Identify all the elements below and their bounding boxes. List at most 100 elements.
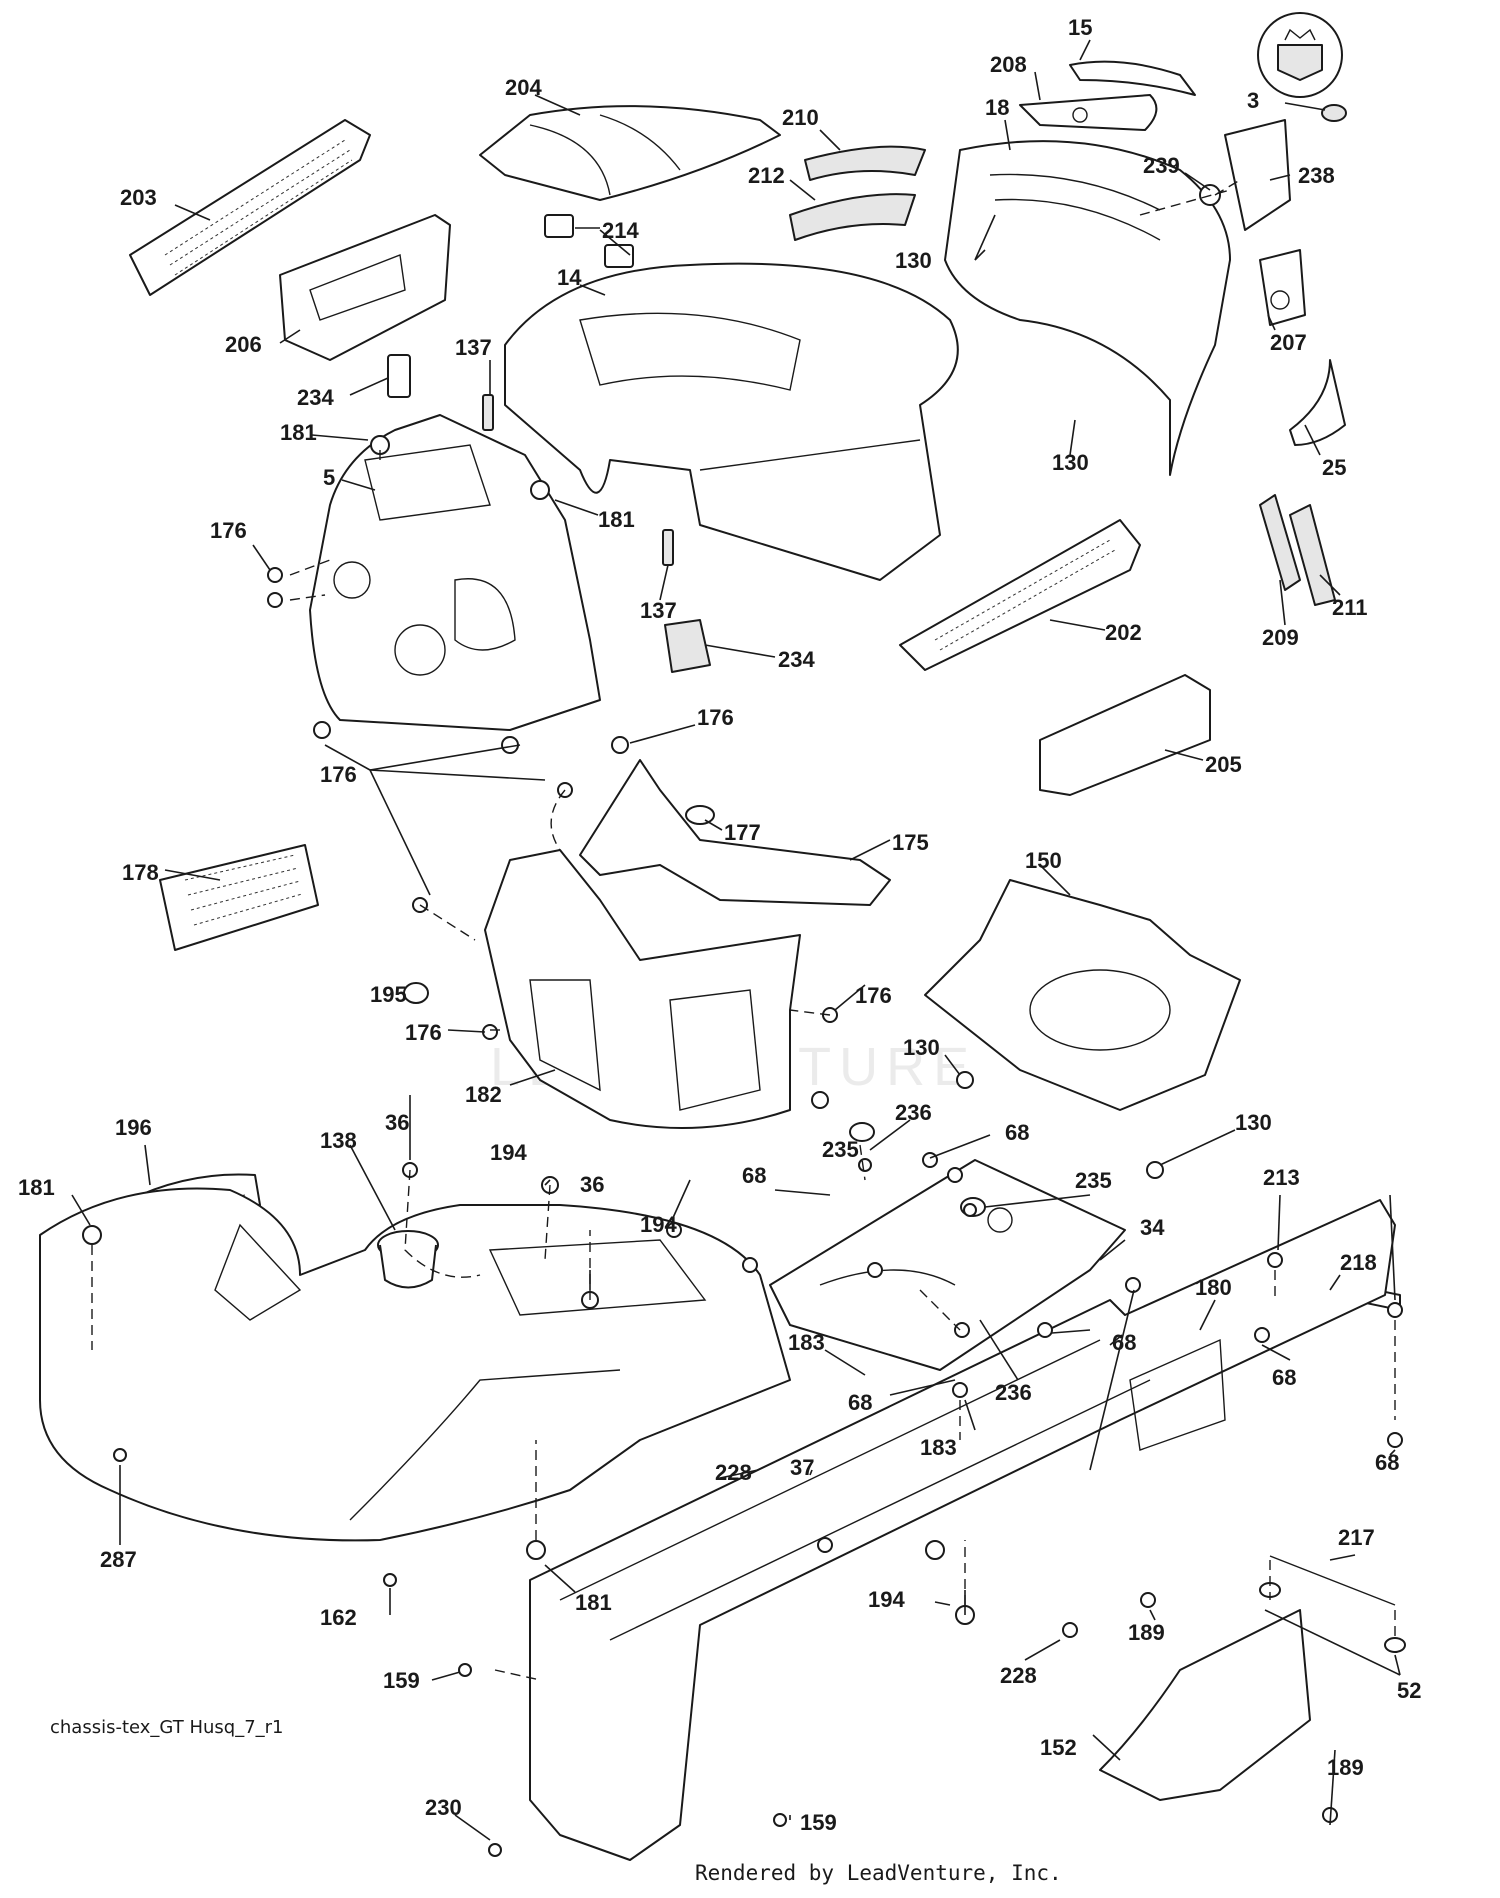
callout-162[interactable]: 162	[320, 1605, 357, 1630]
part-emblem-3[interactable]	[1257, 12, 1347, 122]
part-bracket-175[interactable]	[579, 759, 891, 906]
callout-137-lower[interactable]: 137	[640, 598, 677, 623]
callout-176-console[interactable]: 176	[405, 1020, 442, 1045]
callout-234-lower[interactable]: 234	[778, 647, 815, 672]
callout-181-upper[interactable]: 181	[280, 420, 317, 445]
part-insert-234-upper[interactable]	[387, 354, 411, 398]
part-frame-180[interactable]	[529, 1199, 1396, 1861]
callout-207[interactable]: 207	[1270, 330, 1307, 355]
callout-5[interactable]: 5	[323, 465, 335, 490]
part-bracket-206[interactable]	[279, 214, 451, 361]
callout-3[interactable]: 3	[1247, 88, 1259, 113]
callout-205[interactable]: 205	[1205, 752, 1242, 777]
callout-138[interactable]: 138	[320, 1128, 357, 1153]
part-strip-137-upper[interactable]	[482, 394, 494, 431]
callout-176-mid[interactable]: 176	[697, 705, 734, 730]
part-hood-rim-18[interactable]	[944, 140, 1231, 476]
callout-202[interactable]: 202	[1105, 620, 1142, 645]
callout-236-lower[interactable]: 236	[995, 1380, 1032, 1405]
callout-68-frame[interactable]: 68	[1375, 1450, 1399, 1475]
callout-177[interactable]: 177	[724, 820, 761, 845]
callout-150[interactable]: 150	[1025, 848, 1062, 873]
callout-176-left[interactable]: 176	[210, 518, 247, 543]
callout-238[interactable]: 238	[1298, 163, 1335, 188]
part-cup-138[interactable]	[377, 1230, 439, 1289]
part-strip-137-lower[interactable]	[662, 529, 674, 566]
callout-228-upper[interactable]: 228	[715, 1460, 752, 1485]
callout-228-lower[interactable]: 228	[1000, 1663, 1037, 1688]
callout-178[interactable]: 178	[122, 860, 159, 885]
callout-235-upper[interactable]: 235	[822, 1137, 859, 1162]
callout-36-mid[interactable]: 36	[580, 1172, 604, 1197]
part-trim-15[interactable]	[1069, 60, 1196, 96]
callout-194-left[interactable]: 194	[490, 1140, 527, 1165]
part-grommet-177[interactable]	[685, 805, 715, 825]
callout-183-upper[interactable]: 183	[788, 1330, 825, 1355]
part-insert-234-lower[interactable]	[664, 619, 711, 673]
callout-196[interactable]: 196	[115, 1115, 152, 1140]
callout-194-mid[interactable]: 194	[640, 1212, 677, 1237]
callout-236-upper[interactable]: 236	[895, 1100, 932, 1125]
part-plate-34[interactable]	[769, 1159, 1126, 1371]
callout-209[interactable]: 209	[1262, 625, 1299, 650]
callout-235-lower[interactable]: 235	[1075, 1168, 1112, 1193]
part-trim-208[interactable]	[1019, 94, 1158, 131]
part-hood-14[interactable]	[504, 262, 959, 581]
part-screen-178[interactable]	[159, 844, 319, 951]
part-clip-214[interactable]	[544, 214, 634, 268]
callout-181-fender-left[interactable]: 181	[18, 1175, 55, 1200]
part-dash-5[interactable]	[309, 414, 601, 731]
callout-218[interactable]: 218	[1340, 1250, 1377, 1275]
callout-68-plate-right[interactable]: 68	[1112, 1330, 1136, 1355]
callout-68-bracket[interactable]: 68	[1272, 1365, 1296, 1390]
callout-183-lower[interactable]: 183	[920, 1435, 957, 1460]
callout-211[interactable]: 211	[1332, 595, 1368, 620]
callout-14[interactable]: 14	[557, 265, 582, 290]
callout-213[interactable]: 213	[1263, 1165, 1300, 1190]
part-vent-209[interactable]	[1259, 494, 1301, 591]
callout-18[interactable]: 18	[985, 95, 1009, 120]
callout-130-right[interactable]: 130	[1052, 450, 1089, 475]
callout-195[interactable]: 195	[370, 982, 407, 1007]
callout-204[interactable]: 204	[505, 75, 542, 100]
part-hood-top-204[interactable]	[479, 105, 781, 201]
callout-181-fender-lower[interactable]: 181	[575, 1590, 612, 1615]
callout-287[interactable]: 287	[100, 1547, 137, 1572]
part-bushing-235-upper[interactable]	[849, 1122, 875, 1142]
part-grille-202[interactable]	[899, 519, 1141, 671]
part-light-207[interactable]	[1259, 249, 1306, 326]
callout-217[interactable]: 217	[1338, 1525, 1375, 1550]
callout-130-tray[interactable]: 130	[903, 1035, 940, 1060]
callout-176-group[interactable]: 176	[320, 762, 357, 787]
callout-52[interactable]: 52	[1397, 1678, 1421, 1703]
callout-68-plate-lower[interactable]: 68	[848, 1390, 872, 1415]
callout-36-left[interactable]: 36	[385, 1110, 409, 1135]
callout-208[interactable]: 208	[990, 52, 1027, 77]
callout-175[interactable]: 175	[892, 830, 929, 855]
part-vent-212[interactable]	[789, 193, 916, 241]
part-console-182[interactable]	[484, 849, 801, 1129]
callout-181-dash[interactable]: 181	[598, 507, 635, 532]
callout-203[interactable]: 203	[120, 185, 157, 210]
callout-68-upper[interactable]: 68	[1005, 1120, 1029, 1145]
part-rod-217[interactable]	[1269, 1555, 1396, 1606]
callout-239[interactable]: 239	[1143, 153, 1180, 178]
part-trim-25[interactable]	[1289, 359, 1346, 446]
callout-68-plate-left[interactable]: 68	[742, 1163, 766, 1188]
part-vent-211[interactable]	[1289, 504, 1336, 606]
callout-182[interactable]: 182	[465, 1082, 502, 1107]
callout-214[interactable]: 214	[602, 218, 639, 243]
callout-189-upper[interactable]: 189	[1128, 1620, 1165, 1645]
callout-194-frame[interactable]: 194	[868, 1587, 905, 1612]
part-fender-37[interactable]	[39, 1187, 791, 1542]
callout-137-upper[interactable]: 137	[455, 335, 492, 360]
callout-152[interactable]: 152	[1040, 1735, 1077, 1760]
callout-130-upper[interactable]: 130	[895, 248, 932, 273]
callout-130-lower[interactable]: 130	[1235, 1110, 1272, 1135]
callout-234-upper[interactable]: 234	[297, 385, 334, 410]
callout-15[interactable]: 15	[1068, 15, 1092, 40]
part-tray-150[interactable]	[924, 879, 1241, 1111]
callout-176-right[interactable]: 176	[855, 983, 892, 1008]
callout-159-lower[interactable]: 159	[800, 1810, 837, 1835]
callout-37[interactable]: 37	[790, 1455, 814, 1480]
